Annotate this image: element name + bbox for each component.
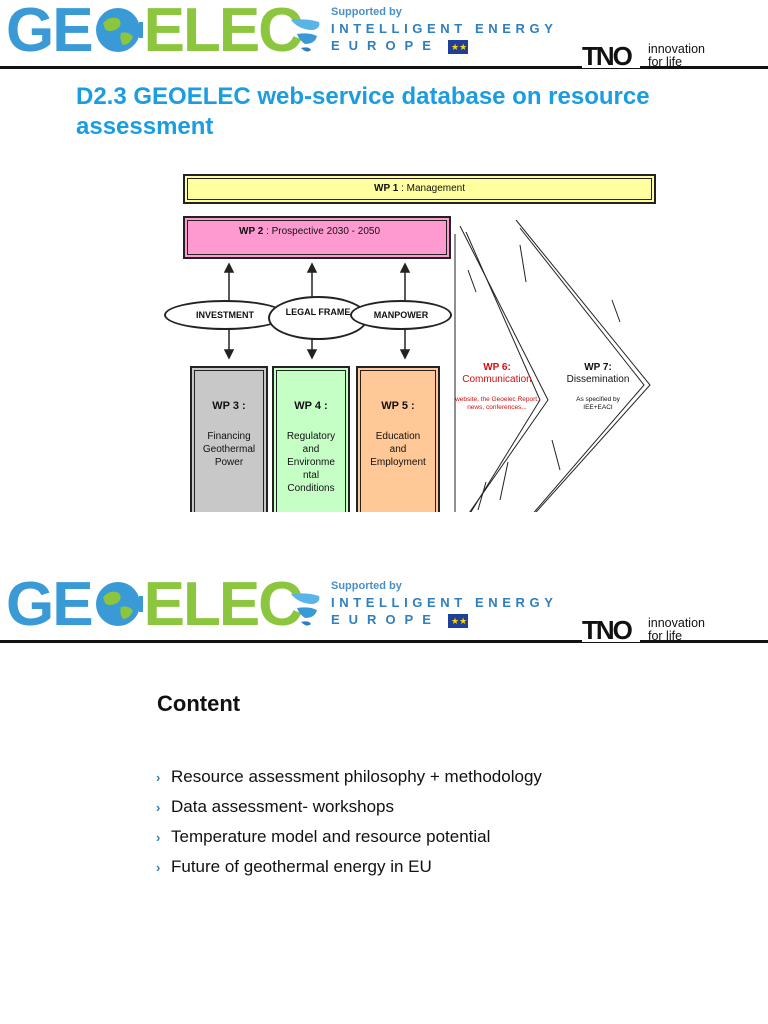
water-drop-icon [291,19,320,52]
wp7-dissemination-label: WP 7: Dissemination As specified by IEE+… [566,362,630,411]
tno-logo: TNO [582,42,640,70]
programme-name-line2: EUROPE [331,38,440,53]
supported-by-label: Supported by [331,6,402,18]
header-rule [0,640,768,643]
wp4-regulatory-box: WP 4 : Regulatory and Environme ntal Con… [272,366,350,512]
wp5-education-box: WP 5 : Education and Employment [356,366,440,512]
list-item: ›Future of geothermal energy in EU [156,854,542,884]
wp1-management-box: WP 1 : Management [183,174,656,204]
tno-tagline: innovation for life [648,42,705,69]
globe-plug-icon [95,582,143,626]
wp6-communication-label: WP 6: Communication website, the Geoelec… [455,362,539,411]
tno-logo: TNO [582,616,640,644]
supported-by-label: Supported by [331,580,402,592]
diagram-lines [223,219,651,512]
content-bullet-list: ›Resource assessment philosophy + method… [156,764,542,884]
wp3-financing-box: WP 3 : Financing Geothermal Power [190,366,268,512]
chevron-right-icon: › [156,800,161,815]
eu-flag-icon: ★★ [448,40,468,54]
chevron-right-icon: › [156,860,161,875]
eu-flag-icon: ★★ [448,614,468,628]
chevron-right-icon: › [156,770,161,785]
chevron-right-icon: › [156,830,161,845]
list-item: ›Resource assessment philosophy + method… [156,764,542,794]
list-item: ›Temperature model and resource potentia… [156,824,542,854]
programme-name-line2: EUROPE [331,612,440,627]
water-drop-icon [291,593,320,626]
manpower-oval: MANPOWER [350,300,452,330]
list-item: ›Data assessment- workshops [156,794,542,824]
content-title: Content [157,691,241,716]
slide-title: D2.3 GEOELEC web-service database on res… [76,83,650,140]
work-package-diagram: WP 1 : Management WP 2 : Prospective 203… [164,174,656,512]
header-rule [0,66,768,69]
wp2-prospective-box: WP 2 : Prospective 2030 - 2050 [183,216,451,259]
programme-name-line1: INTELLIGENT ENERGY [331,595,558,610]
tno-tagline: innovation for life [648,616,705,643]
programme-name-line1: INTELLIGENT ENERGY [331,21,558,36]
globe-plug-icon [95,8,143,52]
